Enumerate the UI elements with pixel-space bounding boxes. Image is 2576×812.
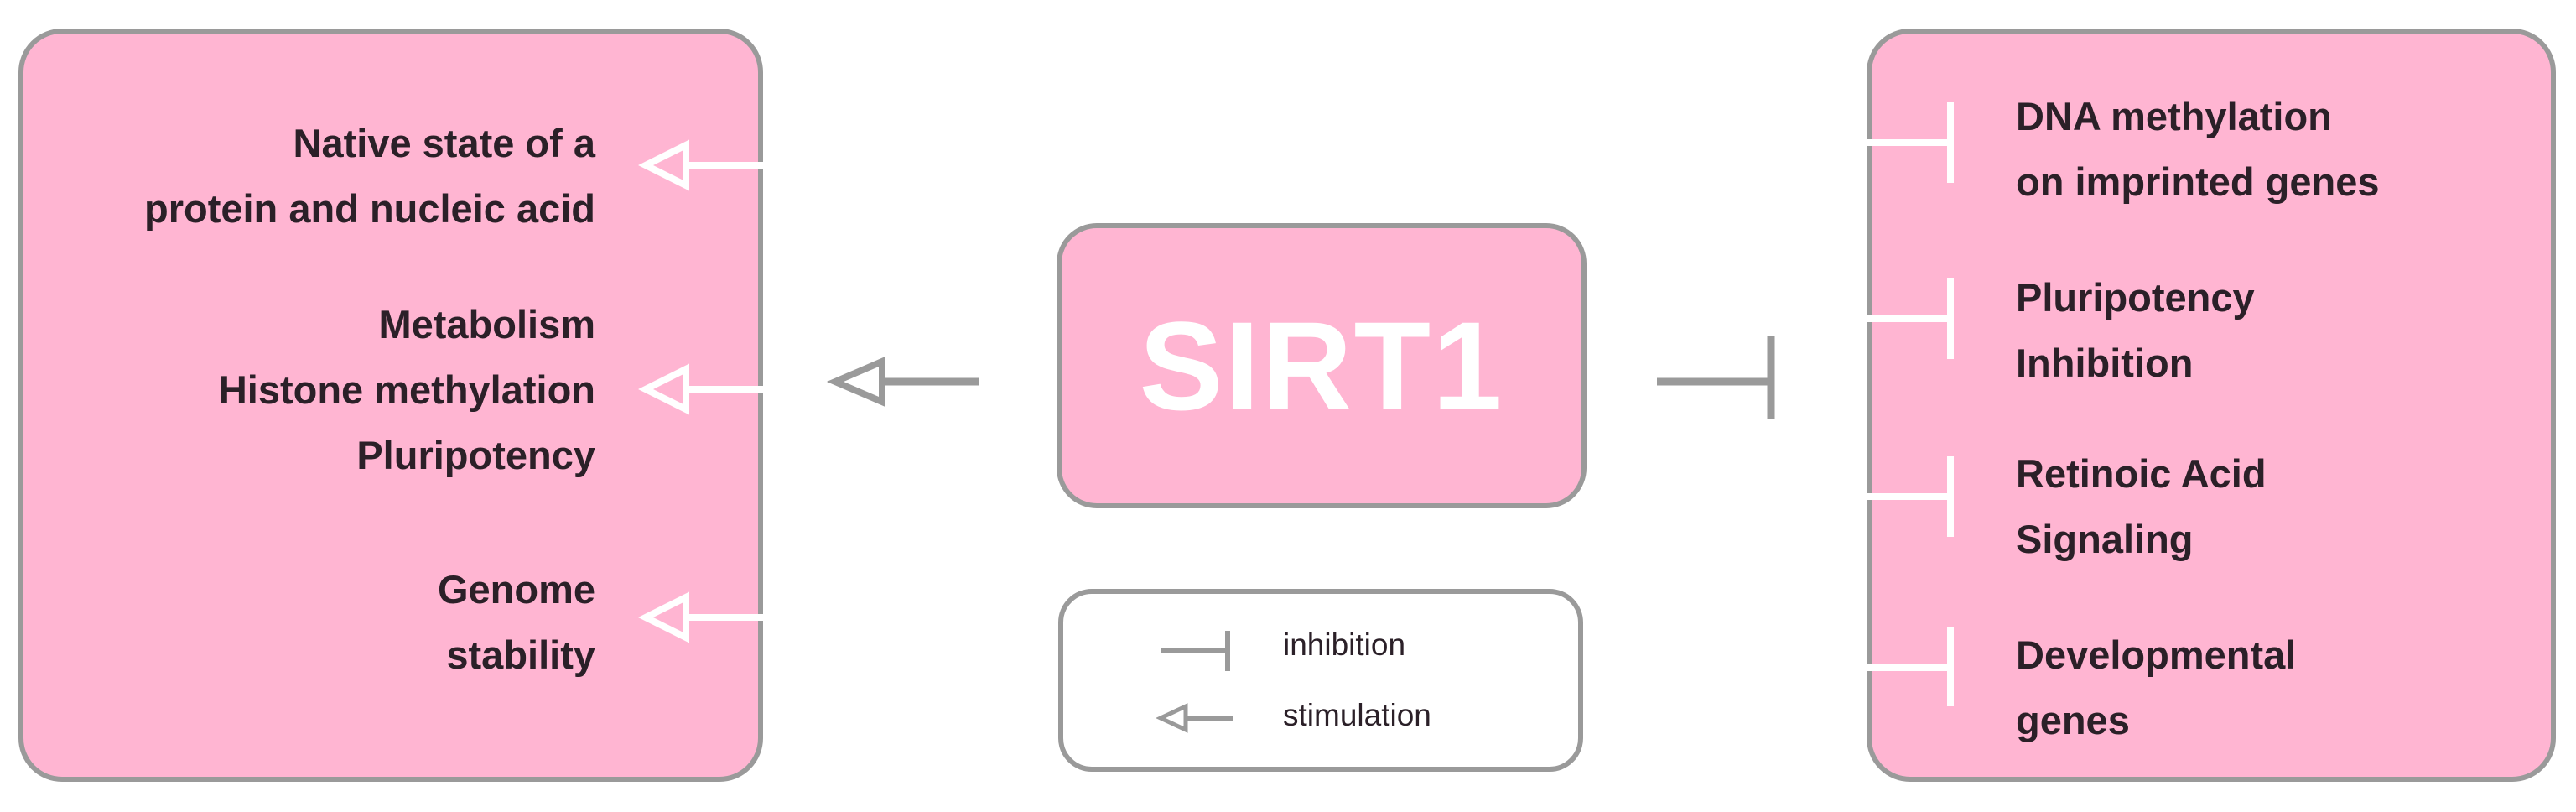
stimulated-item-native-state: Native state of a protein and nucleic ac… [144,111,595,242]
item-text-line: Inhibition [2016,341,2194,385]
stimulation-arrow-2 [638,363,765,415]
item-text-line: Genome [437,567,595,612]
main-stimulation-arrow [826,356,979,408]
stimulation-arrow-3 [638,591,765,643]
item-text-line: Pluripotency [356,433,595,477]
inhibited-item-developmental-genes: Developmental genes [2016,622,2296,753]
stimulated-targets-panel [18,29,763,782]
legend-stimulation-symbol [1156,703,1233,733]
inhibition-bar-4 [1867,627,1954,706]
item-text-line: DNA methylation [2016,94,2332,138]
inhibition-bar-3 [1867,456,1954,537]
item-text-line: on imprinted genes [2016,159,2380,204]
stimulated-item-metabolism: Metabolism Histone methylation Pluripote… [219,292,595,488]
item-text-line: Histone methylation [218,367,595,412]
item-text-line: Pluripotency [2016,275,2255,320]
sirt1-node [1057,223,1587,508]
legend-inhibition-symbol [1161,631,1230,671]
item-text-line: Metabolism [378,302,595,346]
stimulation-arrow-1 [638,139,765,191]
item-text-line: Native state of a [293,121,595,165]
item-text-line: Retinoic Acid [2016,451,2267,496]
inhibition-bar-1 [1867,102,1954,183]
main-inhibition-connector [1657,336,1775,419]
sirt1-label: SIRT1 [1139,294,1504,436]
legend-stimulation-label: stimulation [1283,698,1431,732]
inhibited-item-retinoic-acid: Retinoic Acid Signaling [2016,441,2267,572]
item-text-line: protein and nucleic acid [144,186,595,231]
stimulated-item-genome-stability: Genome stability [438,557,595,688]
inhibition-bar-2 [1867,278,1954,359]
inhibited-item-dna-methylation: DNA methylation on imprinted genes [2016,84,2380,215]
item-text-line: stability [446,632,595,677]
legend-inhibition-label: inhibition [1283,627,1406,662]
inhibited-item-pluripotency-inhibition: Pluripotency Inhibition [2016,265,2255,396]
legend [1058,589,1583,772]
item-text-line: genes [2016,698,2130,742]
inhibited-targets-panel [1867,29,2556,782]
item-text-line: Developmental [2016,632,2297,677]
item-text-line: Signaling [2016,517,2194,561]
